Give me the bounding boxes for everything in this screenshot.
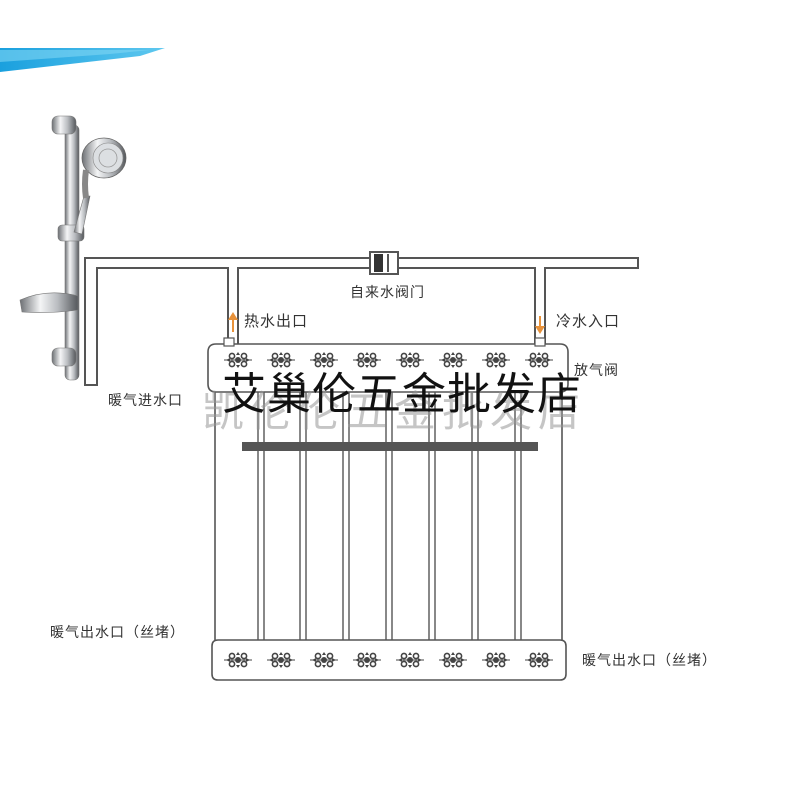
- arrow-down-icon: [535, 316, 545, 334]
- vent-valve-label: 放气阀: [574, 363, 619, 379]
- hot-water-outlet-label: 热水出口: [244, 312, 309, 330]
- watermark: 艾巢伦五金批发店: [222, 369, 582, 420]
- radiator-frame: [214, 392, 563, 640]
- pipe-network: [84, 257, 639, 386]
- cold-inlet-fitting: [534, 337, 546, 347]
- radiator-top-header: [207, 343, 569, 393]
- radiator: [207, 337, 569, 681]
- cold-water-inlet-label: 冷水入口: [556, 312, 621, 330]
- arrow-up-icon: [228, 312, 238, 332]
- right-outlet-plug-label: 暖气出水口（丝堵）: [582, 653, 717, 669]
- radiator-columns: [257, 392, 522, 640]
- watermark-ghost: 凯伦伦五金批发店: [202, 387, 587, 436]
- top-banner: [0, 48, 165, 72]
- shower-head-icon: [19, 115, 127, 381]
- main-valve-label: 自来水阀门: [350, 285, 425, 301]
- hot-outlet-fitting: [223, 337, 235, 347]
- valve-icon: [369, 251, 399, 275]
- left-outlet-plug-label: 暖气出水口（丝堵）: [50, 625, 185, 641]
- radiator-bottom-header: [211, 639, 567, 681]
- radiator-crossbar: [242, 442, 538, 451]
- heating-inlet-label: 暖气进水口: [108, 393, 183, 409]
